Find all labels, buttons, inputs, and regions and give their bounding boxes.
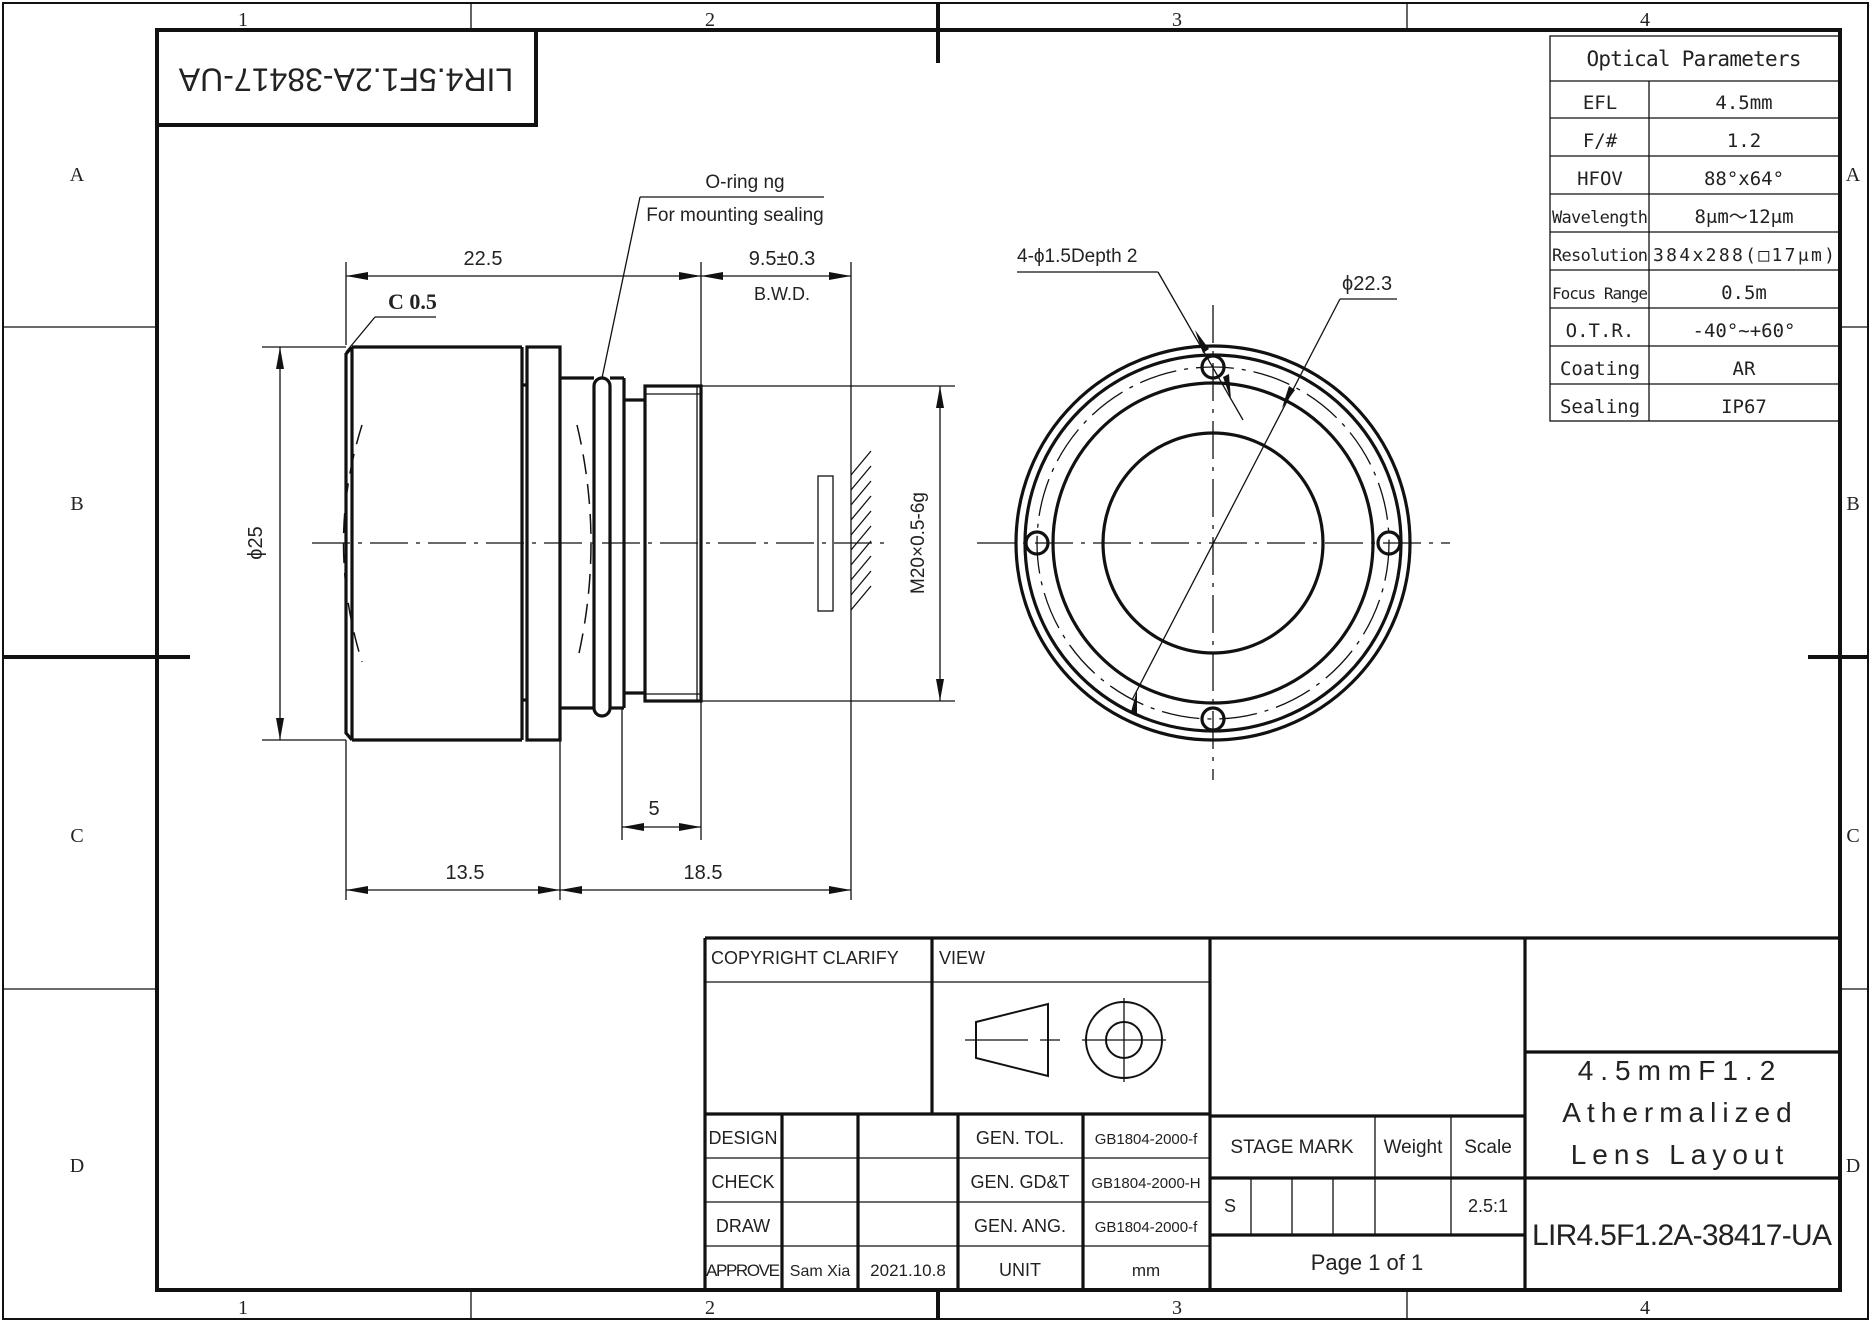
param-value-sealing: IP67 <box>1721 396 1767 418</box>
dim-bwd: 9.5±0.3 <box>749 248 816 270</box>
title-block: COPYRIGHT CLARIFY VIEW DESIGN CHECK DRAW… <box>703 936 1840 1290</box>
diameter-label: ϕ22.3 <box>1342 273 1392 295</box>
optical-parameters-title: Optical Parameters <box>1587 47 1802 71</box>
param-label-hfov: HFOV <box>1577 168 1623 190</box>
mount-hole-bottom <box>1200 706 1226 732</box>
zone-col-1-top: 1 <box>238 9 248 31</box>
spec-value-gdt: GB1804-2000-H <box>1091 1175 1200 1192</box>
inner-frame <box>155 28 1842 1292</box>
mirrored-part-number: LIR4.5F1.2A-38417-UA <box>178 62 513 98</box>
param-value-fnumber: 1.2 <box>1727 130 1761 152</box>
signoff-role-approve: APPROVE <box>706 1261 780 1280</box>
copyright-label: COPYRIGHT CLARIFY <box>711 948 899 968</box>
zone-row-a-right: A <box>1846 164 1861 186</box>
param-label-coating: Coating <box>1560 358 1640 380</box>
view-label: VIEW <box>939 948 985 968</box>
page-indicator: Page 1 of 1 <box>1311 1250 1424 1275</box>
param-value-wavelength: 8μm～12μm <box>1694 206 1793 228</box>
dim-total-length: 22.5 <box>464 248 503 270</box>
product-title-line3: Lens Layout <box>1571 1139 1790 1170</box>
zone-col-2-top: 2 <box>705 9 715 31</box>
zone-row-b-left: B <box>70 493 83 515</box>
dim-front: 13.5 <box>446 862 485 884</box>
zone-row-d-left: D <box>70 1155 84 1177</box>
param-label-wavelength: Wavelength <box>1552 208 1648 228</box>
param-value-hfov: 88°x64° <box>1704 168 1784 190</box>
zone-labels: 1 2 3 4 1 2 3 4 A B C D A B C D <box>70 9 1861 1319</box>
spec-label-gdt: GEN. GD&T <box>970 1172 1069 1192</box>
param-label-focus-range: Focus Range <box>1552 284 1648 303</box>
scale-label: Scale <box>1464 1137 1512 1158</box>
product-title-line2: Athermalized <box>1562 1097 1797 1128</box>
param-label-resolution: Resolution <box>1552 246 1648 266</box>
stage-value: S <box>1224 1196 1236 1216</box>
zone-col-3-bottom: 3 <box>1172 1297 1182 1319</box>
dim-thread-length: 5 <box>648 798 659 820</box>
param-label-otr: O.T.R. <box>1566 320 1635 342</box>
lens-side-view: 22.5 9.5±0.3 B.W.D. C 0.5 O-ring ng For … <box>245 172 955 900</box>
part-number: LIR4.5F1.2A-38417-UA <box>1532 1219 1832 1252</box>
zone-row-a-left: A <box>70 164 85 186</box>
zone-col-2-bottom: 2 <box>705 1297 715 1319</box>
zone-row-c-right: C <box>1846 825 1859 847</box>
bwd-label: B.W.D. <box>754 284 810 304</box>
zone-row-c-left: C <box>70 825 83 847</box>
product-title-line1: 4.5mmF1.2 <box>1578 1055 1783 1086</box>
spec-label-tol: GEN. TOL. <box>976 1128 1064 1148</box>
zone-col-4-bottom: 4 <box>1640 1297 1650 1319</box>
spec-label-unit: UNIT <box>999 1260 1041 1280</box>
oring-label: O-ring ng <box>705 172 784 193</box>
zone-col-3-top: 3 <box>1172 9 1182 31</box>
dim-thread: M20×0.5-6g <box>908 492 929 594</box>
projection-symbol-icon <box>965 998 1166 1082</box>
signoff-role-design: DESIGN <box>708 1128 777 1148</box>
param-value-coating: AR <box>1733 358 1756 380</box>
dim-diameter: ϕ25 <box>245 526 267 559</box>
scale-value: 2.5:1 <box>1468 1196 1508 1216</box>
spec-value-ang: GB1804-2000-f <box>1095 1219 1198 1236</box>
zone-dividers <box>3 3 1868 1319</box>
spec-label-ang: GEN. ANG. <box>974 1216 1066 1236</box>
holes-label: 4-ϕ1.5Depth 2 <box>1017 246 1138 267</box>
chamfer-label: C 0.5 <box>388 289 437 314</box>
dim-rear: 18.5 <box>684 862 723 884</box>
mount-hole-top <box>1200 354 1226 380</box>
param-value-focus-range: 0.5m <box>1721 282 1767 304</box>
signoff-role-check: CHECK <box>711 1172 774 1192</box>
param-value-efl: 4.5mm <box>1715 92 1772 114</box>
zone-col-1-bottom: 1 <box>238 1297 248 1319</box>
spec-value-unit: mm <box>1132 1261 1160 1280</box>
optical-parameters-table: Optical Parameters EFL 4.5mm F/# 1.2 HFO… <box>1549 35 1840 422</box>
oring-sealing-label: For mounting sealing <box>646 205 823 226</box>
spec-value-tol: GB1804-2000-f <box>1095 1131 1198 1148</box>
mount-hole-right <box>1376 530 1402 556</box>
param-label-sealing: Sealing <box>1560 396 1640 418</box>
zone-row-b-right: B <box>1846 493 1859 515</box>
param-label-efl: EFL <box>1583 92 1617 114</box>
mount-hole-left <box>1024 530 1050 556</box>
signoff-role-draw: DRAW <box>716 1216 770 1236</box>
weight-label: Weight <box>1384 1137 1444 1158</box>
zone-col-4-top: 4 <box>1640 9 1650 31</box>
param-value-resolution: 384x288(□17μm) <box>1653 245 1835 266</box>
stage-mark-label: STAGE MARK <box>1230 1137 1353 1158</box>
mirrored-title-box: LIR4.5F1.2A-38417-UA <box>155 28 538 127</box>
approve-date: 2021.10.8 <box>870 1261 946 1280</box>
param-value-otr: -40°~+60° <box>1693 320 1796 342</box>
approver-name: Sam Xia <box>790 1263 851 1280</box>
zone-row-d-right: D <box>1846 1155 1860 1177</box>
param-label-fnumber: F/# <box>1583 130 1618 152</box>
lens-front-view: 4-ϕ1.5Depth 2 ϕ22.3 <box>977 246 1450 780</box>
